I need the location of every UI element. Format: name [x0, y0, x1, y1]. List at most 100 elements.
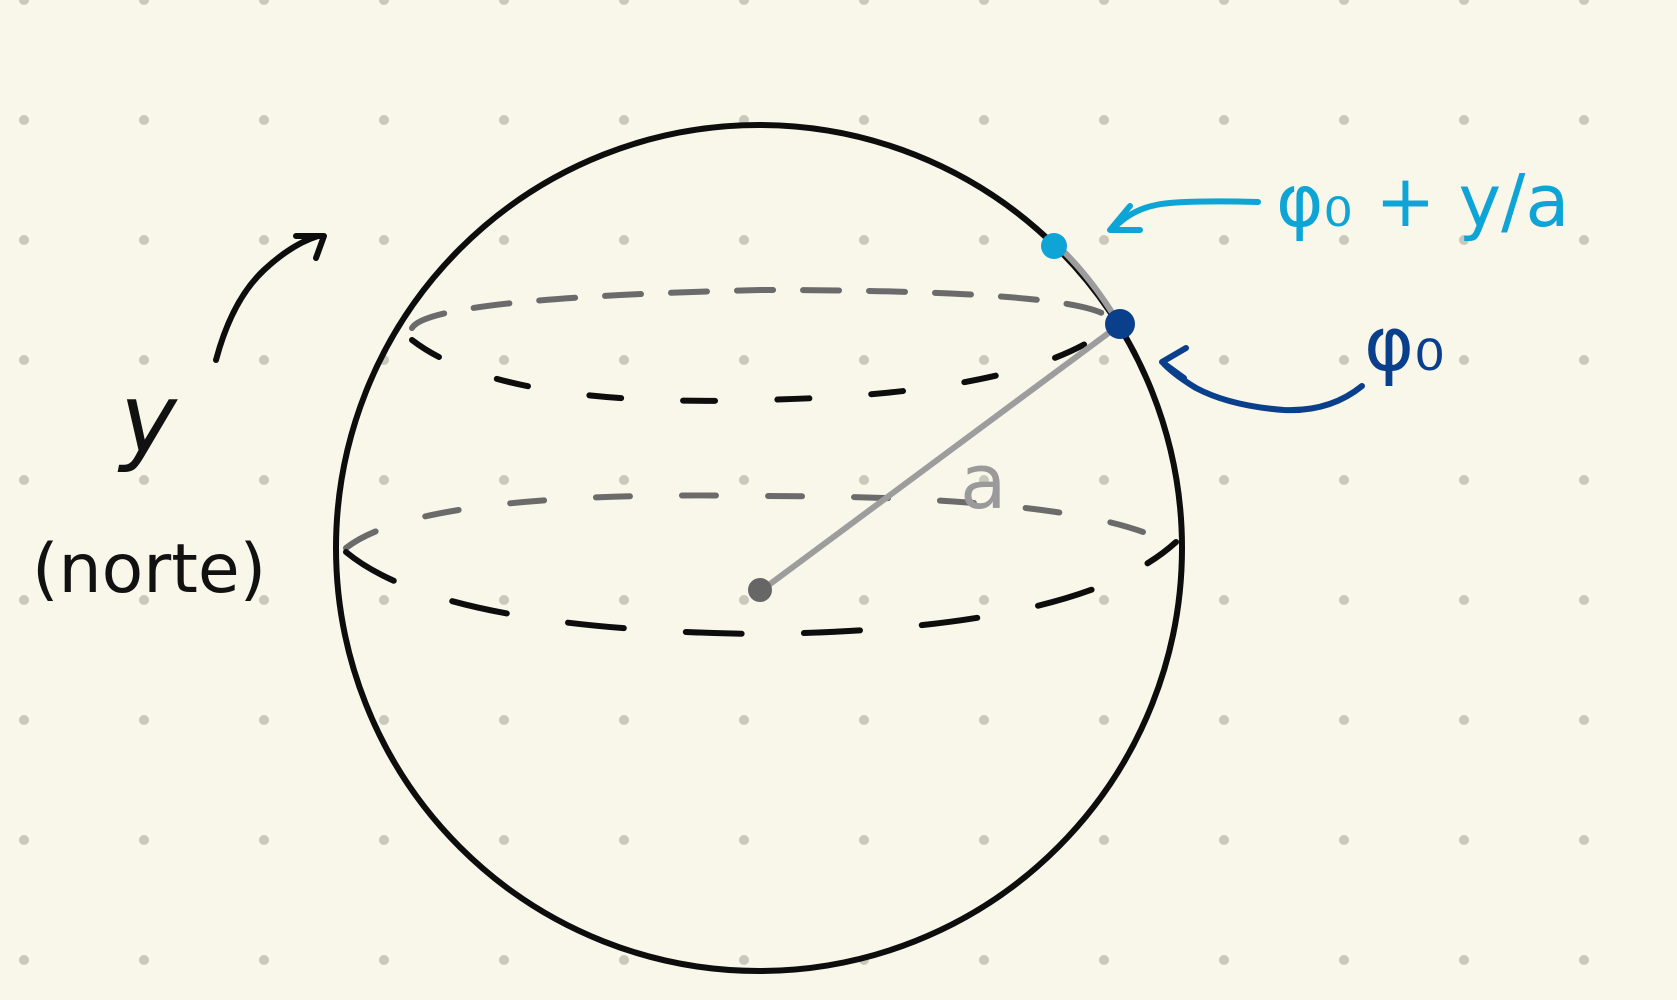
- grid-dot: [499, 475, 509, 485]
- grid-dot: [19, 835, 29, 845]
- grid-dot: [1459, 355, 1469, 365]
- grid-dot: [379, 0, 389, 5]
- grid-dot: [499, 235, 509, 245]
- grid-dot: [979, 355, 989, 365]
- dot-grid: [19, 0, 1589, 965]
- grid-dot: [19, 595, 29, 605]
- grid-dot: [139, 835, 149, 845]
- grid-dot: [979, 835, 989, 845]
- grid-dot: [739, 835, 749, 845]
- grid-dot: [19, 955, 29, 965]
- grid-dot: [1099, 715, 1109, 725]
- grid-dot: [259, 955, 269, 965]
- grid-dot: [619, 355, 629, 365]
- grid-dot: [1099, 595, 1109, 605]
- grid-dot: [139, 955, 149, 965]
- grid-dot: [979, 715, 989, 725]
- grid-dot: [979, 115, 989, 125]
- arrow-north-head: [293, 233, 327, 261]
- grid-dot: [739, 355, 749, 365]
- grid-dot: [139, 715, 149, 725]
- grid-dot: [499, 595, 509, 605]
- grid-dot: [1099, 235, 1109, 245]
- grid-dot: [1339, 475, 1349, 485]
- grid-dot: [1219, 355, 1229, 365]
- grid-dot: [1219, 115, 1229, 125]
- grid-dot: [1459, 235, 1469, 245]
- grid-dot: [739, 715, 749, 725]
- grid-dot: [139, 595, 149, 605]
- label-y-axis: y: [117, 363, 178, 475]
- grid-dot: [1459, 955, 1469, 965]
- arrow-to-phi0-plus-head: [1107, 203, 1143, 233]
- grid-dot: [1459, 115, 1469, 125]
- arrow-to-phi0-head: [1159, 345, 1189, 381]
- grid-dot: [259, 835, 269, 845]
- grid-dot: [259, 0, 269, 5]
- grid-dot: [619, 115, 629, 125]
- grid-dot: [499, 715, 509, 725]
- grid-dot: [859, 835, 869, 845]
- grid-dot: [499, 955, 509, 965]
- grid-dot: [259, 715, 269, 725]
- grid-dot: [1099, 955, 1109, 965]
- grid-dot: [19, 235, 29, 245]
- grid-dot: [139, 475, 149, 485]
- grid-dot: [19, 475, 29, 485]
- grid-dot: [619, 715, 629, 725]
- grid-dot: [1459, 0, 1469, 5]
- grid-dot: [1219, 955, 1229, 965]
- grid-dot: [1099, 355, 1109, 365]
- upper-latitude-circle: [409, 286, 1115, 404]
- grid-dot: [979, 595, 989, 605]
- grid-dot: [979, 475, 989, 485]
- grid-dot: [259, 595, 269, 605]
- arrow-north-shaft: [213, 233, 321, 363]
- grid-dot: [1219, 475, 1229, 485]
- grid-dot: [19, 715, 29, 725]
- grid-dot: [1459, 475, 1469, 485]
- grid-dot: [1219, 595, 1229, 605]
- grid-dot: [1579, 475, 1589, 485]
- grid-dot: [19, 355, 29, 365]
- grid-dot: [1339, 835, 1349, 845]
- grid-dot: [499, 0, 509, 5]
- grid-dot: [859, 235, 869, 245]
- grid-dot: [1579, 0, 1589, 5]
- grid-dot: [1099, 115, 1109, 125]
- grid-dot: [859, 0, 869, 5]
- label-y-note: (norte): [32, 530, 266, 609]
- grid-dot: [1579, 115, 1589, 125]
- grid-dot: [1339, 355, 1349, 365]
- grid-dot: [259, 115, 269, 125]
- grid-dot: [259, 235, 269, 245]
- grid-dot: [259, 475, 269, 485]
- grid-dot: [859, 355, 869, 365]
- grid-dot: [619, 235, 629, 245]
- grid-dot: [1339, 115, 1349, 125]
- grid-dot: [1579, 955, 1589, 965]
- grid-dot: [619, 475, 629, 485]
- grid-dot: [619, 595, 629, 605]
- upper-latitude-front-arc: [409, 323, 1115, 404]
- arrow-to-phi0-shaft: [1161, 361, 1365, 414]
- grid-dot: [859, 475, 869, 485]
- grid-dot: [499, 835, 509, 845]
- grid-dot: [1459, 595, 1469, 605]
- grid-dot: [19, 0, 29, 5]
- label-phi0: φ₀: [1364, 299, 1445, 388]
- grid-dot: [1339, 235, 1349, 245]
- grid-dot: [1459, 715, 1469, 725]
- grid-dot: [379, 475, 389, 485]
- sphere-outline: [333, 122, 1185, 974]
- grid-dot: [259, 355, 269, 365]
- arrow-to-phi0-plus-shaft: [1109, 198, 1261, 233]
- grid-dot: [379, 835, 389, 845]
- grid-dot: [1099, 475, 1109, 485]
- grid-dot: [859, 715, 869, 725]
- grid-dot: [979, 0, 989, 5]
- grid-dot: [1579, 715, 1589, 725]
- grid-dot: [1339, 0, 1349, 5]
- grid-dot: [139, 355, 149, 365]
- grid-dot: [619, 955, 629, 965]
